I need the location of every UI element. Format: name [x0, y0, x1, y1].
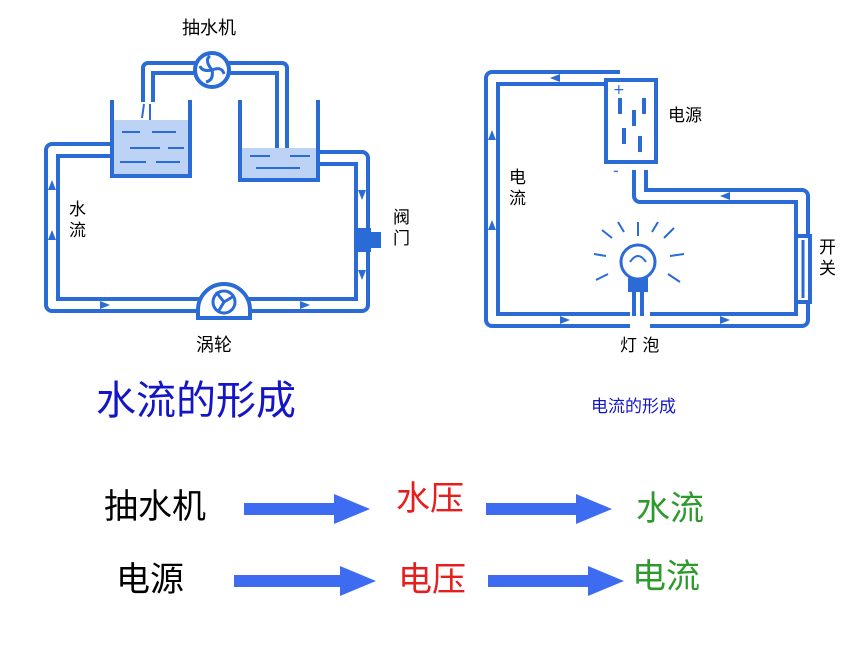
- arrow-row2-a: [234, 575, 342, 587]
- arrow-head-row2-b: [588, 566, 624, 596]
- water-caption: 水流的形成: [96, 378, 296, 424]
- water-flow-label: 水流: [65, 200, 85, 242]
- arrow-head-row2-a: [340, 566, 376, 596]
- current-label: 电流: [505, 168, 525, 210]
- row1-flow: 水流: [636, 489, 704, 529]
- row2-pressure: 电压: [398, 560, 466, 600]
- arrow-head-row1-b: [576, 494, 612, 524]
- power-source-label: 电源: [668, 106, 702, 126]
- arrow-row2-b: [488, 575, 590, 587]
- row2-source: 电源: [116, 560, 184, 600]
- arrow-head-row1-a: [334, 494, 370, 524]
- row2-flow: 电流: [632, 557, 700, 597]
- current-caption: 电流的形成: [591, 397, 676, 417]
- turbine-label: 涡轮: [196, 335, 232, 356]
- arrow-row1-a: [244, 503, 336, 515]
- bulb-label: 灯 泡: [620, 336, 660, 356]
- svg-text:-: -: [613, 161, 619, 180]
- row1-source: 抽水机: [104, 487, 206, 527]
- row1-pressure: 水压: [396, 479, 464, 519]
- arrow-row1-b: [486, 503, 578, 515]
- svg-text:+: +: [613, 82, 625, 98]
- valve-label: 阀门: [389, 208, 409, 250]
- pump-label: 抽水机: [182, 18, 236, 39]
- switch-label: 开关: [815, 238, 835, 280]
